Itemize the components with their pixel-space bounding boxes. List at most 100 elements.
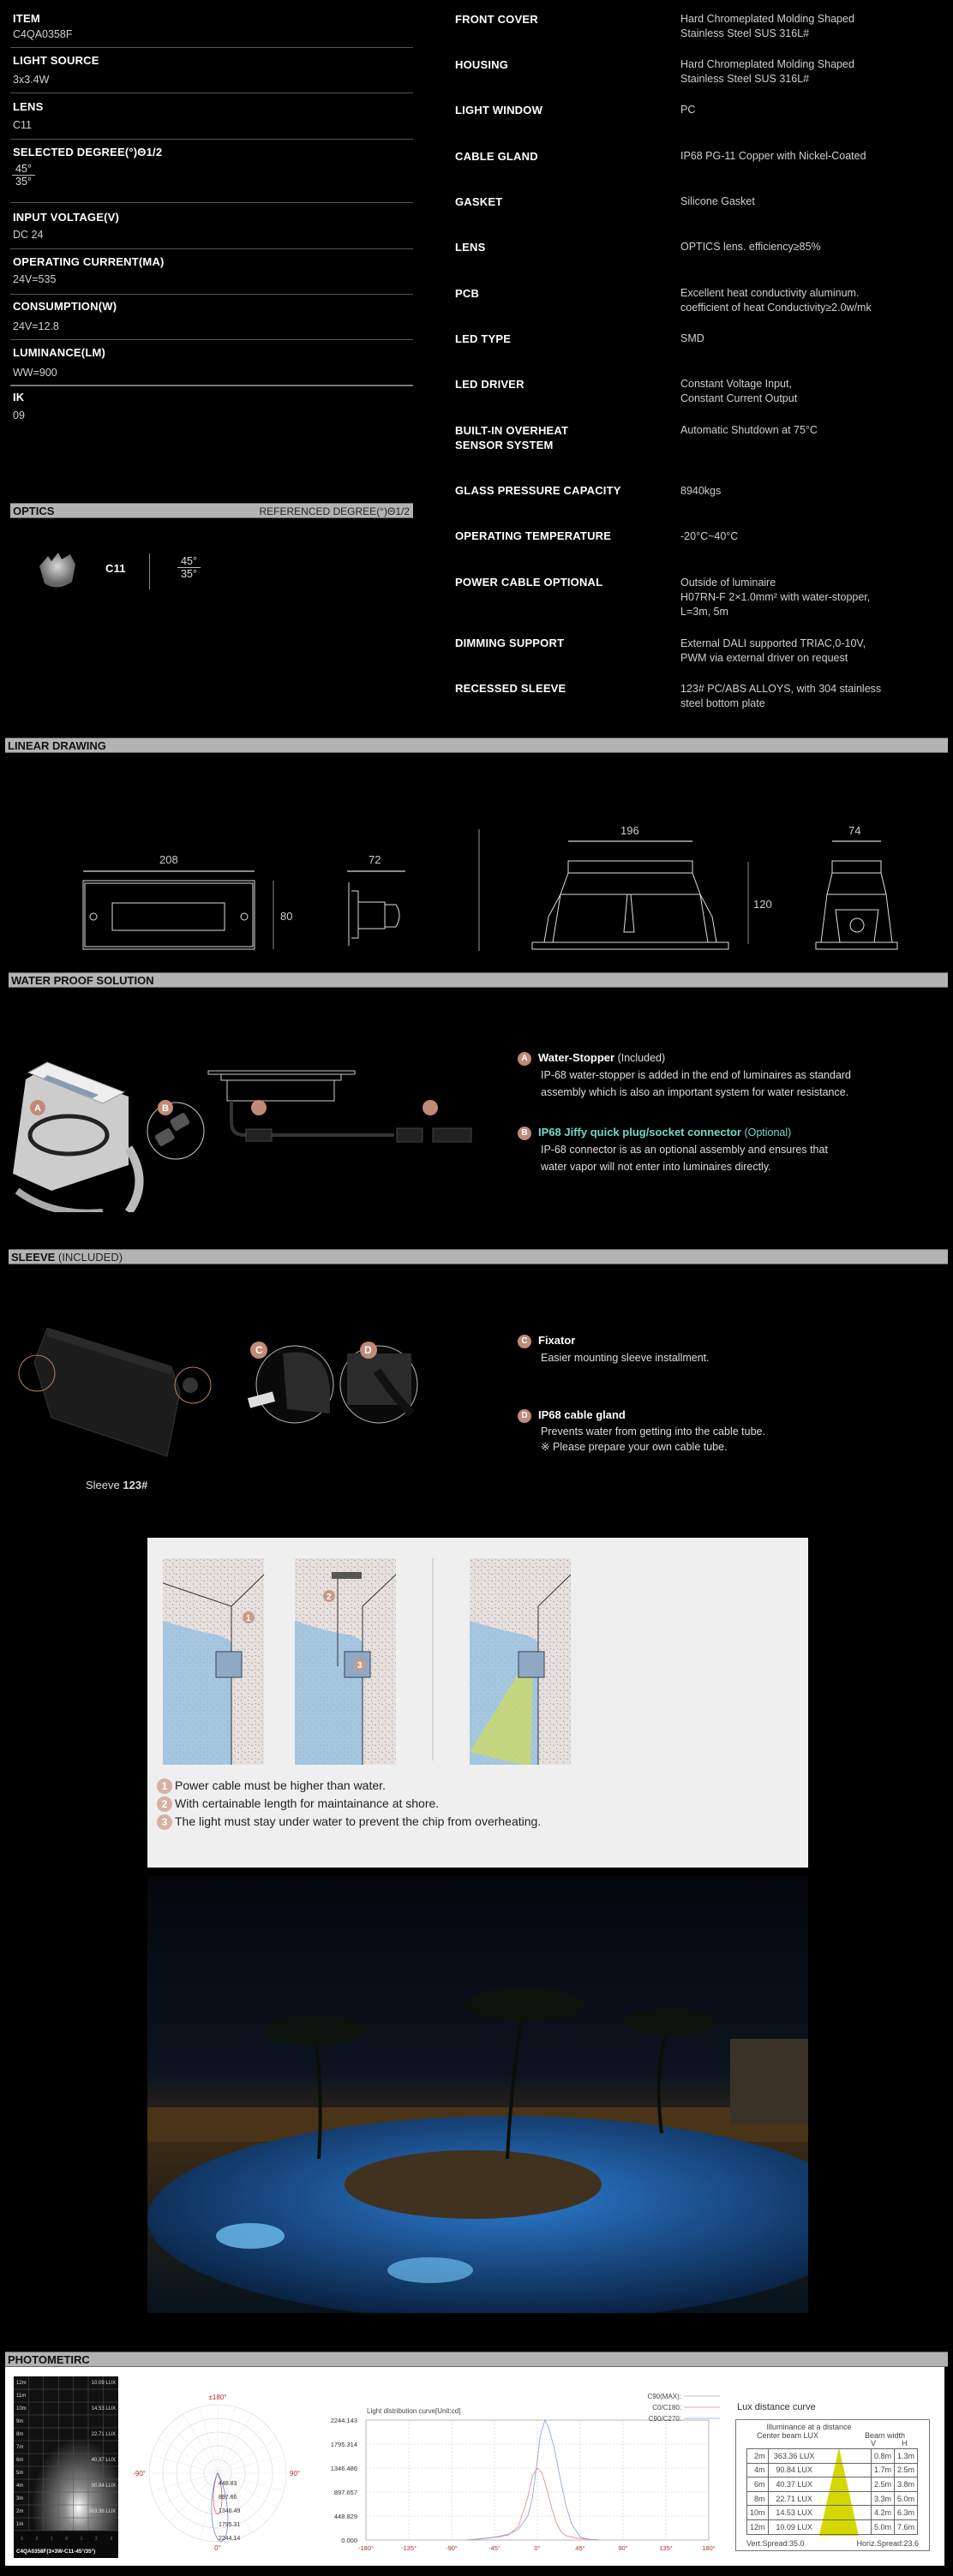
note-number: 3: [157, 1814, 172, 1830]
y-tick-label: 0.000: [341, 2537, 357, 2544]
item-text: Easier mounting sleeve installment.: [541, 1352, 710, 1364]
row-label: 1m: [16, 2522, 23, 2527]
spec-label: IK: [13, 391, 25, 403]
polar-ring-label: 1346.49: [219, 2508, 240, 2514]
lux-beam-gap: [819, 2462, 872, 2478]
lux-label: 14.53 LUX: [92, 2406, 116, 2412]
optics-degree: 45° 35°: [177, 555, 201, 580]
cable-diagram-image: [207, 1070, 472, 1143]
divider: [10, 339, 413, 340]
spec-value: Constant Voltage Input, Constant Current…: [680, 378, 798, 404]
polar-series-c90: [211, 2472, 229, 2543]
polar-spoke: [158, 2438, 219, 2474]
badge-d: D: [364, 1344, 372, 1356]
spec-value: Hard Chromeplated Molding Shaped Stainle…: [680, 58, 854, 85]
lens-image: [39, 553, 75, 588]
row-label: 11m: [16, 2394, 26, 2399]
pool-night-photo: [147, 1876, 808, 2313]
item-title: Water-Stopper: [538, 1051, 615, 1064]
lux-distance: 6m: [746, 2477, 769, 2492]
spec-value: Silicone Gasket: [680, 195, 755, 207]
badge-c: C: [518, 1335, 531, 1348]
polar-spoke: [217, 2406, 236, 2474]
lux-center-lux: 90.84 LUX: [767, 2462, 820, 2478]
divider: [10, 202, 413, 203]
panel-cable-height: 1: [162, 1558, 265, 1766]
item-text: IP-68 water-stopper is added in the end …: [541, 1069, 852, 1098]
sleeve-end-drawing: [815, 840, 898, 950]
lux-beam-v: 0.8m: [870, 2448, 895, 2464]
row-label: 6m: [16, 2458, 23, 2463]
polar-label: 0°: [214, 2544, 221, 2552]
polar-spoke: [217, 2472, 278, 2508]
polar-chart: ±180°-90°90°0°448.83897.661346.491795.31…: [133, 2394, 300, 2552]
lux-beam-h: 6.3m: [893, 2505, 919, 2520]
degree-bottom: 35°: [15, 176, 32, 188]
spec-label: SELECTED DEGREE(°)Θ1/2: [13, 146, 163, 158]
polar-spoke: [200, 2406, 219, 2474]
lux-label: 363.36 LUX: [88, 2509, 116, 2514]
x-tick-label: 90°: [618, 2544, 627, 2552]
cable-gland-zoom-image: D: [339, 1342, 418, 1424]
lux-center-lux: 22.71 LUX: [767, 2490, 820, 2507]
x-tick: 3: [110, 2537, 112, 2542]
sleeve-title-note: (INCLUDED): [57, 1251, 123, 1264]
luminaire-with-cable-image: A: [13, 1061, 144, 1212]
divider: [10, 385, 413, 386]
installation-illustrations: 1 2 3: [162, 1558, 572, 1766]
optics-header: OPTICS REFERENCED DEGREE(°)Θ1/2: [10, 503, 413, 518]
spec-value: SMD: [680, 332, 704, 344]
row-label: 9m: [16, 2419, 23, 2424]
panel-maintenance-length: 2 3: [295, 1558, 397, 1766]
x-tick: 0: [65, 2537, 68, 2542]
polar-label: ±180°: [209, 2394, 227, 2401]
x-tick-label: -180°: [358, 2544, 374, 2552]
lux-beam-gap: [819, 2505, 872, 2520]
spec-value: 24V=535: [13, 273, 57, 285]
spec-label: LENS: [13, 100, 44, 113]
spec-value: 123# PC/ABS ALLOYS, with 304 stainless s…: [680, 683, 882, 709]
spec-label: INPUT VOLTAGE(V): [13, 211, 120, 224]
spec-label: CONSUMPTION(W): [13, 300, 117, 313]
spec-label: LIGHT SOURCE: [13, 54, 99, 67]
divider: [10, 139, 413, 140]
spec-value: 3x3.4W: [13, 74, 50, 86]
note-text: With certainable length for maintainance…: [175, 1796, 440, 1810]
spec-label: DIMMING SUPPORT: [455, 637, 565, 649]
lux-beam-h: 1.3m: [893, 2448, 919, 2464]
y-tick-label: 1346.486: [331, 2465, 357, 2472]
item-text: Prevents water from getting into the cab…: [541, 1425, 765, 1453]
badge-a: A: [518, 1052, 531, 1066]
lux-label: 40.37 LUX: [92, 2458, 116, 2463]
spec-label: OPERATING TEMPERATURE: [455, 529, 612, 542]
front-view-drawing: [82, 870, 274, 950]
beam-caption: C4QA0358F(3×3W-C11-45°/35°): [16, 2548, 95, 2555]
row-label: 12m: [16, 2381, 27, 2386]
lux-distance: 4m: [746, 2462, 769, 2478]
divider: [149, 553, 150, 589]
item-note: (Included): [617, 1052, 666, 1064]
spec-label: GLASS PRESSURE CAPACITY: [455, 484, 621, 497]
x-tick-label: -135°: [401, 2544, 417, 2552]
lux-label: 10.09 LUX: [92, 2381, 116, 2386]
lux-center-lux: 40.37 LUX: [767, 2477, 820, 2492]
row-label: 5m: [16, 2471, 23, 2476]
lens-code: C11: [105, 562, 126, 575]
x-tick-label: 135°: [659, 2544, 673, 2552]
spec-value: -20°C~40°C: [680, 530, 739, 542]
polar-ring-label: 897.66: [219, 2495, 237, 2501]
spec-label: POWER CABLE OPTIONAL: [455, 576, 603, 589]
note-text: Power cable must be higher than water.: [175, 1778, 386, 1792]
lux-distance: 2m: [746, 2448, 769, 2464]
polar-spoke: [183, 2413, 219, 2474]
row-label: 8m: [16, 2432, 23, 2437]
sleeve-title: SLEEVE: [11, 1251, 56, 1264]
spec-value: Excellent heat conductivity aluminum. co…: [680, 287, 872, 314]
spec-label: GASKET: [455, 195, 503, 208]
spec-label: OPERATING CURRENT(MA): [13, 255, 165, 268]
dim-side-width: 72: [369, 853, 381, 866]
